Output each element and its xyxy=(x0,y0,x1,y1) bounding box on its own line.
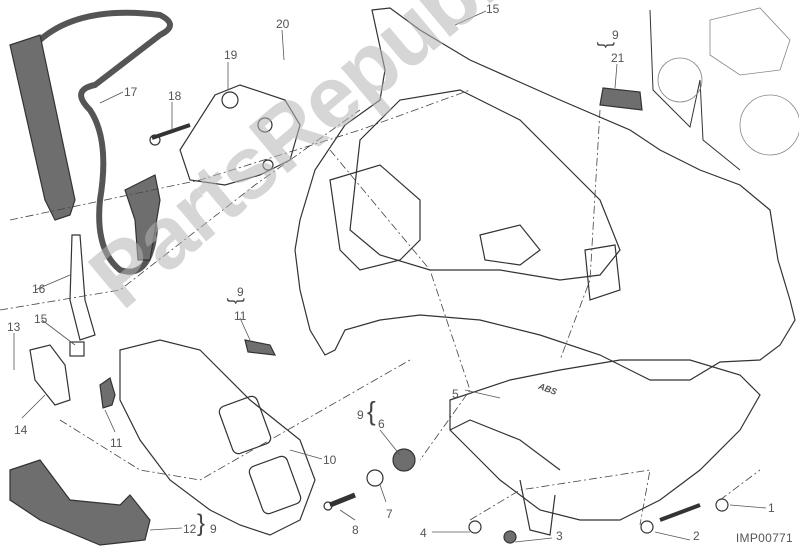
ht-lead-cap-shape xyxy=(9,34,76,221)
brace-top: } xyxy=(597,41,618,49)
callout-6[interactable]: 6 xyxy=(378,417,385,431)
callout-9-pad[interactable]: 9 xyxy=(237,285,244,299)
callout-2[interactable]: 2 xyxy=(693,529,700,543)
callout-20[interactable]: 20 xyxy=(276,17,290,31)
callout-21[interactable]: 21 xyxy=(611,51,625,65)
callout-14[interactable]: 14 xyxy=(14,423,28,437)
brace-cover: { xyxy=(367,396,376,426)
callout-9-cover[interactable]: 9 xyxy=(357,408,364,422)
callout-10[interactable]: 10 xyxy=(323,453,337,467)
callout-11-pad[interactable]: 11 xyxy=(234,309,247,323)
brace-bracket: } xyxy=(197,510,206,537)
fairing-outline xyxy=(294,7,796,381)
callout-12[interactable]: 12 xyxy=(183,522,197,536)
callout-1[interactable]: 1 xyxy=(768,501,775,515)
callout-18[interactable]: 18 xyxy=(168,89,182,103)
callout-7[interactable]: 7 xyxy=(386,507,393,521)
drawing-code: IMP00771 xyxy=(735,531,793,545)
callout-3[interactable]: 3 xyxy=(556,529,563,543)
callout-5[interactable]: 5 xyxy=(452,387,459,401)
callout-9-top[interactable]: 9 xyxy=(612,28,619,42)
callout-17[interactable]: 17 xyxy=(124,85,138,99)
callout-15-left[interactable]: 15 xyxy=(34,312,48,326)
cover-outline xyxy=(449,359,761,521)
support-bracket-shape xyxy=(9,459,151,546)
callout-16[interactable]: 16 xyxy=(32,282,46,296)
callout-9-bracket[interactable]: 9 xyxy=(210,522,217,536)
callout-13[interactable]: 13 xyxy=(7,320,21,334)
callout-8[interactable]: 8 xyxy=(352,523,359,537)
callout-19[interactable]: 19 xyxy=(224,48,238,62)
callout-15-top[interactable]: 15 xyxy=(486,2,500,16)
callout-11-lower[interactable]: 11 xyxy=(110,436,123,450)
control-unit-outline xyxy=(119,339,316,536)
brace-pad: } xyxy=(227,297,248,305)
callout-4[interactable]: 4 xyxy=(420,526,427,540)
